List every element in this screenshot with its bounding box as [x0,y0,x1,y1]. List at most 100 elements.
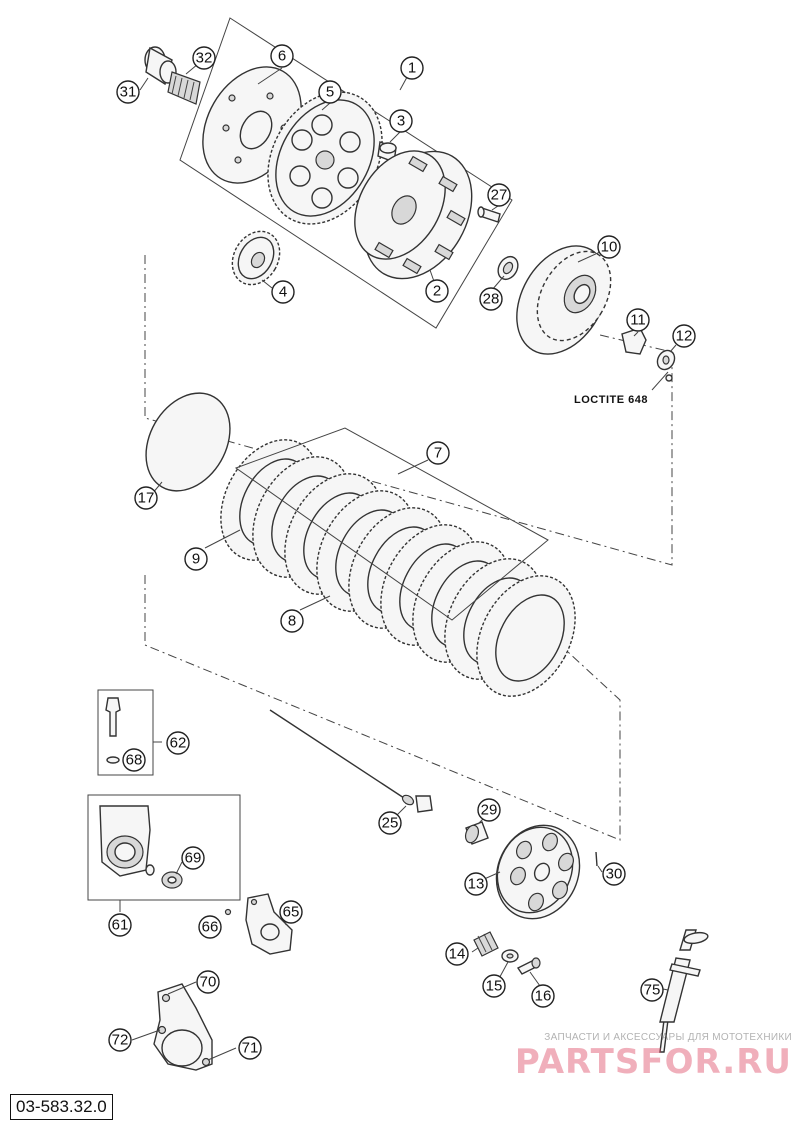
svg-text:6: 6 [278,48,286,65]
part-62-bleeder-screw [105,697,121,764]
part-4-gear [231,230,281,286]
svg-text:12: 12 [676,328,693,345]
callout-69: 69 [181,846,205,870]
callout-9: 9 [184,547,208,571]
svg-text:32: 32 [196,50,213,67]
svg-text:9: 9 [192,551,200,568]
svg-text:62: 62 [170,735,187,752]
callout-7: 7 [426,441,450,465]
svg-text:29: 29 [481,802,498,819]
svg-text:75: 75 [644,982,661,999]
part-29-bearing [464,821,489,845]
callout-6: 6 [270,44,294,68]
svg-text:1: 1 [408,60,416,77]
svg-text:69: 69 [185,850,202,867]
callout-29: 29 [477,798,501,822]
part-25-push-rod [269,709,433,813]
part-13-pressure-plate [495,824,581,920]
svg-text:3: 3 [397,113,405,130]
callout-68: 68 [122,748,146,772]
svg-text:16: 16 [535,988,552,1005]
svg-text:65: 65 [283,904,300,921]
svg-text:70: 70 [200,974,217,991]
watermark: ЗАПЧАСТИ И АКСЕССУАРЫ ДЛЯ МОТОТЕХНИКИ PA… [482,1032,792,1081]
callout-28: 28 [479,287,503,311]
callout-30: 30 [602,862,626,886]
callout-31: 31 [116,80,140,104]
svg-text:17: 17 [138,490,155,507]
group-frame-62 [97,689,154,776]
callout-16: 16 [531,984,555,1008]
group-frame-basket [179,17,513,329]
part-17-o-ring [145,392,231,492]
svg-text:8: 8 [288,613,296,630]
watermark-tagline: ЗАПЧАСТИ И АКСЕССУАРЫ ДЛЯ МОТОТЕХНИКИ [544,1032,792,1043]
svg-text:27: 27 [491,187,508,204]
part-15-washer [501,949,519,963]
callout-70: 70 [196,970,220,994]
callout-3: 3 [389,109,413,133]
callout-72: 72 [108,1028,132,1052]
part-75-syringe [659,929,709,1053]
part-32-needle-bearing [167,71,201,105]
watermark-logo: PARTSFOR.RU [514,1042,792,1082]
part-70-bracket [153,983,213,1071]
callout-5: 5 [318,80,342,104]
svg-text:15: 15 [486,978,503,995]
callout-17: 17 [134,486,158,510]
svg-text:68: 68 [126,752,143,769]
loctite-leader [651,371,669,391]
callout-4: 4 [271,280,295,304]
loctite-note: LOCTITE 648 [574,394,648,406]
callout-8: 8 [280,609,304,633]
loctite-drop [665,374,673,382]
svg-text:71: 71 [242,1040,259,1057]
part-14-spring [473,931,499,957]
callout-61: 61 [108,913,132,937]
svg-text:28: 28 [483,291,500,308]
part-61-slave-cylinder [99,805,151,877]
part-12-nut [656,349,676,371]
callout-15: 15 [482,974,506,998]
part-31-bushing [144,46,177,86]
svg-text:66: 66 [202,919,219,936]
part-69-piston [145,864,183,889]
svg-text:2: 2 [433,283,441,300]
assembly-line-lower [144,575,621,841]
svg-text:31: 31 [120,84,137,101]
svg-text:30: 30 [606,866,623,883]
callout-14: 14 [445,942,469,966]
callout-62: 62 [166,731,190,755]
callout-71: 71 [238,1036,262,1060]
svg-text:14: 14 [449,946,466,963]
part-28-washer [497,255,519,281]
part-3-bushing [377,141,397,163]
callout-1: 1 [400,56,424,80]
callout-13: 13 [464,872,488,896]
part-66-ball [224,908,232,916]
part-11-lock-washer [621,327,647,355]
group-frame-plates [234,427,549,621]
callout-65: 65 [279,900,303,924]
callout-27: 27 [487,183,511,207]
svg-text:4: 4 [279,284,287,301]
part-30-pin [595,851,598,867]
part-16-screw [516,957,541,975]
part-65-cover-gasket [245,893,293,955]
svg-text:61: 61 [112,917,129,934]
assembly-line-upper [144,255,673,566]
group-frame-61 [87,794,241,901]
svg-text:11: 11 [630,312,646,329]
callout-66: 66 [198,915,222,939]
callout-32: 32 [192,46,216,70]
callout-11: 11 [626,308,650,332]
clutch-plate-stack [220,439,576,697]
svg-text:25: 25 [382,815,399,832]
callout-25: 25 [378,811,402,835]
svg-text:10: 10 [601,239,618,256]
callout-10: 10 [597,235,621,259]
callout-12: 12 [672,324,696,348]
part-2-clutch-basket [354,150,473,280]
part-10-inner-hub [516,245,612,355]
